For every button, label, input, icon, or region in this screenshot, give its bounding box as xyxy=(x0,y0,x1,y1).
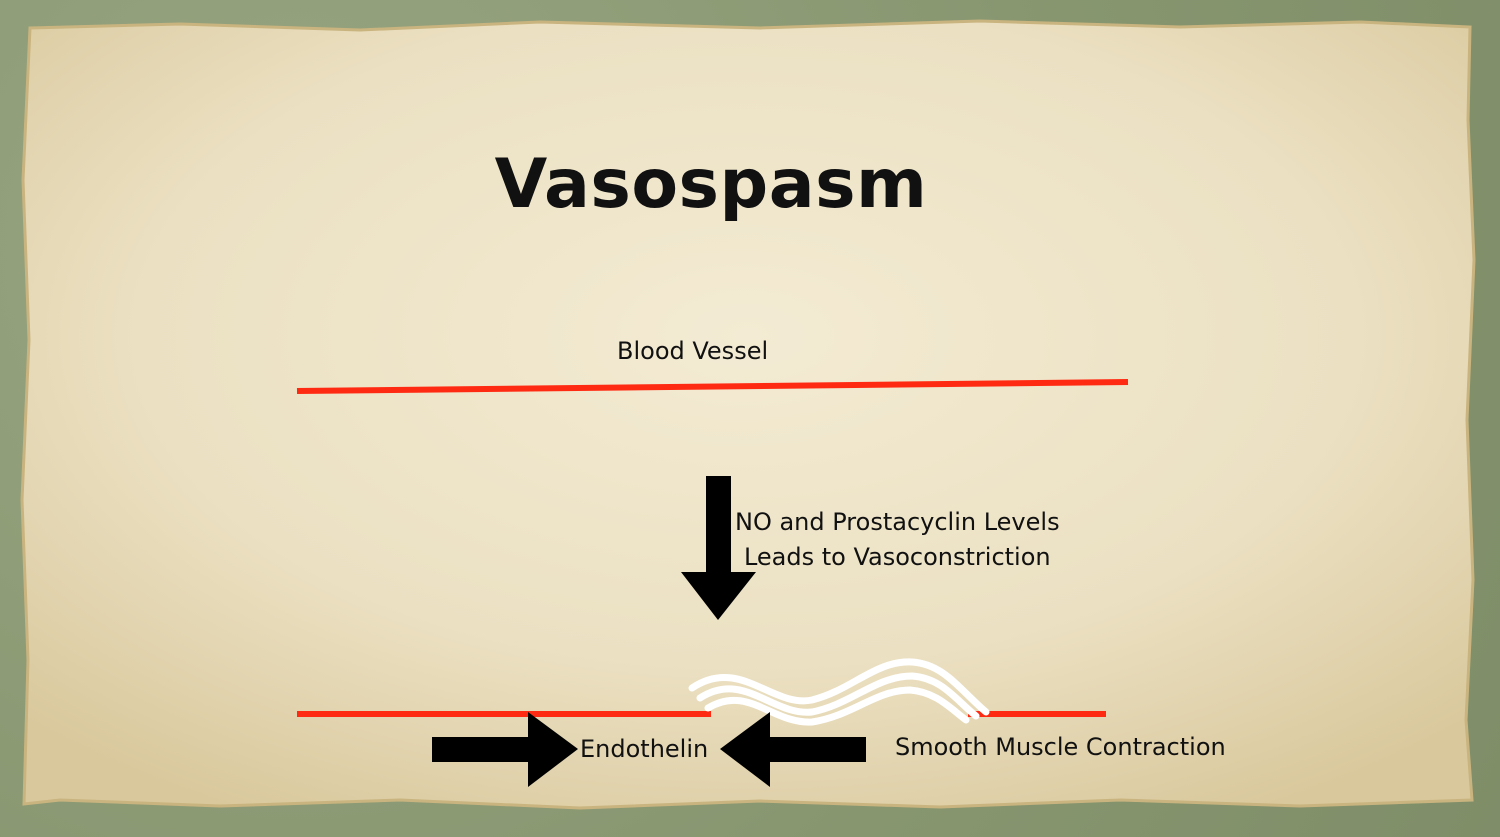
effect-description: NO and Prostacyclin Levels Leads to Vaso… xyxy=(735,505,1060,575)
arrow-down-icon xyxy=(681,476,756,620)
arrow-right-icon xyxy=(432,712,578,787)
smooth-muscle-label: Smooth Muscle Contraction xyxy=(895,733,1226,761)
arrow-left-icon xyxy=(720,712,866,787)
blood-vessel-line xyxy=(296,379,1129,394)
blood-vessel-label: Blood Vessel xyxy=(617,337,769,365)
effect-line-1: NO and Prostacyclin Levels xyxy=(735,508,1060,536)
endothelin-label: Endothelin xyxy=(580,735,709,763)
smooth-muscle-waves xyxy=(688,658,990,726)
effect-line-2: Leads to Vasoconstriction xyxy=(743,543,1051,571)
slide-title: Vasospasm xyxy=(494,145,928,224)
paper-sheet xyxy=(20,19,1476,810)
